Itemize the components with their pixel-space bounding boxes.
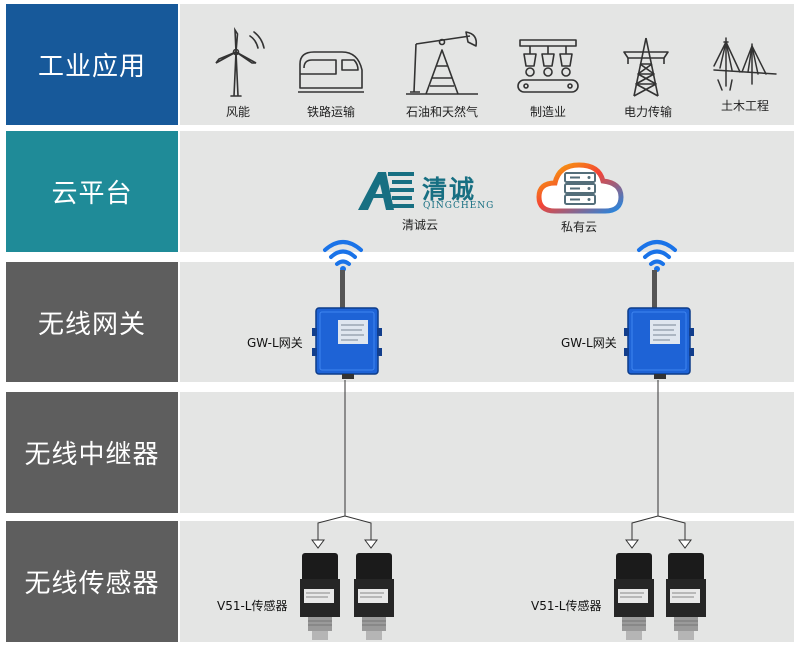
layer-label-text: 无线中继器	[24, 440, 160, 470]
sensor-device	[614, 553, 654, 640]
qingcheng-logo	[358, 172, 414, 210]
civil-engineering-icon	[713, 37, 777, 91]
wind-turbine-icon	[215, 26, 265, 97]
app-label-civil: 土木工程	[720, 99, 769, 113]
qingcheng-logo-en: QINGCHENG	[423, 201, 495, 211]
layer-label-text: 无线传感器	[24, 569, 160, 599]
wifi-icon	[323, 240, 363, 272]
sensor-device	[300, 553, 340, 640]
app-label-manufacturing: 制造业	[529, 105, 566, 119]
private-cloud-icon	[536, 162, 624, 214]
repeater-panel	[180, 392, 794, 513]
qingcheng-logo-cn: 清诚	[422, 175, 477, 204]
train-icon	[298, 51, 364, 93]
gateway-device	[312, 270, 382, 379]
cloud-panel	[180, 131, 794, 252]
oil-pump-icon	[406, 31, 478, 95]
app-label-power: 电力传输	[623, 105, 672, 119]
sensor-label: V51-L传感器	[531, 599, 602, 613]
layer-label-repeater: 无线中继器	[6, 392, 178, 513]
layer-label-text: 工业应用	[37, 52, 146, 82]
gateway-label: GW-L网关	[561, 336, 617, 350]
gateway-device	[624, 270, 694, 379]
layer-label-industry: 工业应用	[6, 4, 178, 125]
layer-label-text: 云平台	[51, 179, 133, 209]
gateway-panel	[180, 262, 794, 382]
sensor-label: V51-L传感器	[217, 599, 288, 613]
layer-label-sensor: 无线传感器	[6, 521, 178, 642]
sensor-device	[666, 553, 706, 640]
app-label-wind: 风能	[225, 105, 250, 119]
layer-label-text: 无线网关	[37, 309, 146, 340]
private-cloud-label: 私有云	[560, 220, 597, 234]
app-label-oil: 石油和天然气	[405, 105, 478, 119]
industry-panel	[180, 4, 794, 125]
gateway-label: GW-L网关	[247, 336, 303, 350]
layer-label-gateway: 无线网关	[6, 262, 178, 382]
qingcheng-cloud-label: 清诚云	[401, 218, 438, 232]
manufacturing-icon	[517, 39, 579, 93]
layer-label-cloud: 云平台	[6, 131, 178, 252]
sensor-device	[354, 553, 394, 640]
app-label-rail: 铁路运输	[306, 105, 355, 119]
power-tower-icon	[623, 37, 669, 97]
